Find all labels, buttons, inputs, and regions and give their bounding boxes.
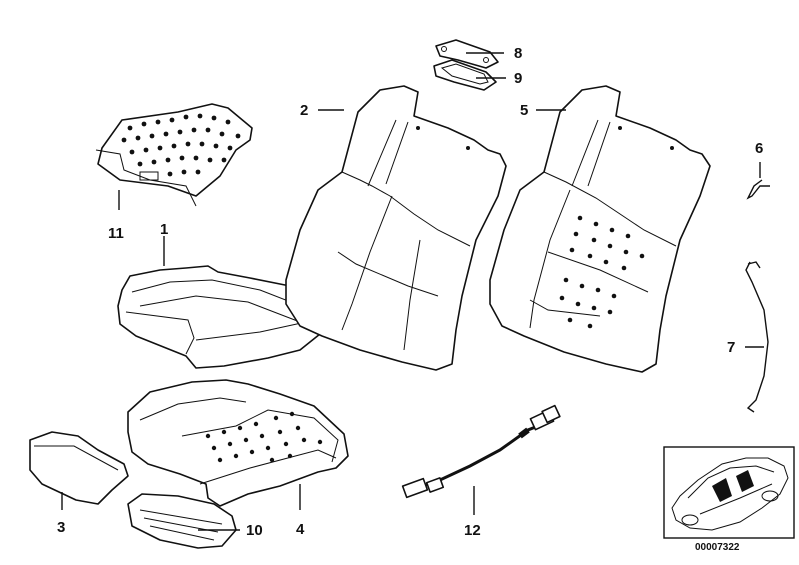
label-3[interactable]: 3 xyxy=(57,519,66,536)
label-11[interactable]: 11 xyxy=(108,225,124,242)
heating-mat-part[interactable] xyxy=(95,103,253,207)
label-1[interactable]: 1 xyxy=(160,221,169,238)
side-trim-part[interactable] xyxy=(29,431,129,505)
label-12[interactable]: 12 xyxy=(464,522,481,539)
label-9[interactable]: 9 xyxy=(514,70,523,87)
backrest-cover-part[interactable] xyxy=(285,85,507,371)
plate-9-part[interactable] xyxy=(433,59,497,91)
car-inset xyxy=(663,446,795,539)
label-10[interactable]: 10 xyxy=(246,522,263,539)
wire-part[interactable] xyxy=(745,261,769,413)
label-6[interactable]: 6 xyxy=(755,140,764,157)
label-5[interactable]: 5 xyxy=(520,102,529,119)
seat-foam-part[interactable] xyxy=(127,379,349,507)
leader-lines xyxy=(61,52,764,531)
label-2[interactable]: 2 xyxy=(300,102,309,119)
plate-8-part[interactable] xyxy=(435,39,499,69)
label-4[interactable]: 4 xyxy=(296,521,305,538)
clip-part[interactable] xyxy=(746,179,770,200)
diagram-code: 00007322 xyxy=(695,542,740,553)
label-7[interactable]: 7 xyxy=(727,339,736,356)
backrest-foam-part[interactable] xyxy=(489,85,711,373)
label-8[interactable]: 8 xyxy=(514,45,523,62)
cable-part[interactable] xyxy=(401,404,561,499)
